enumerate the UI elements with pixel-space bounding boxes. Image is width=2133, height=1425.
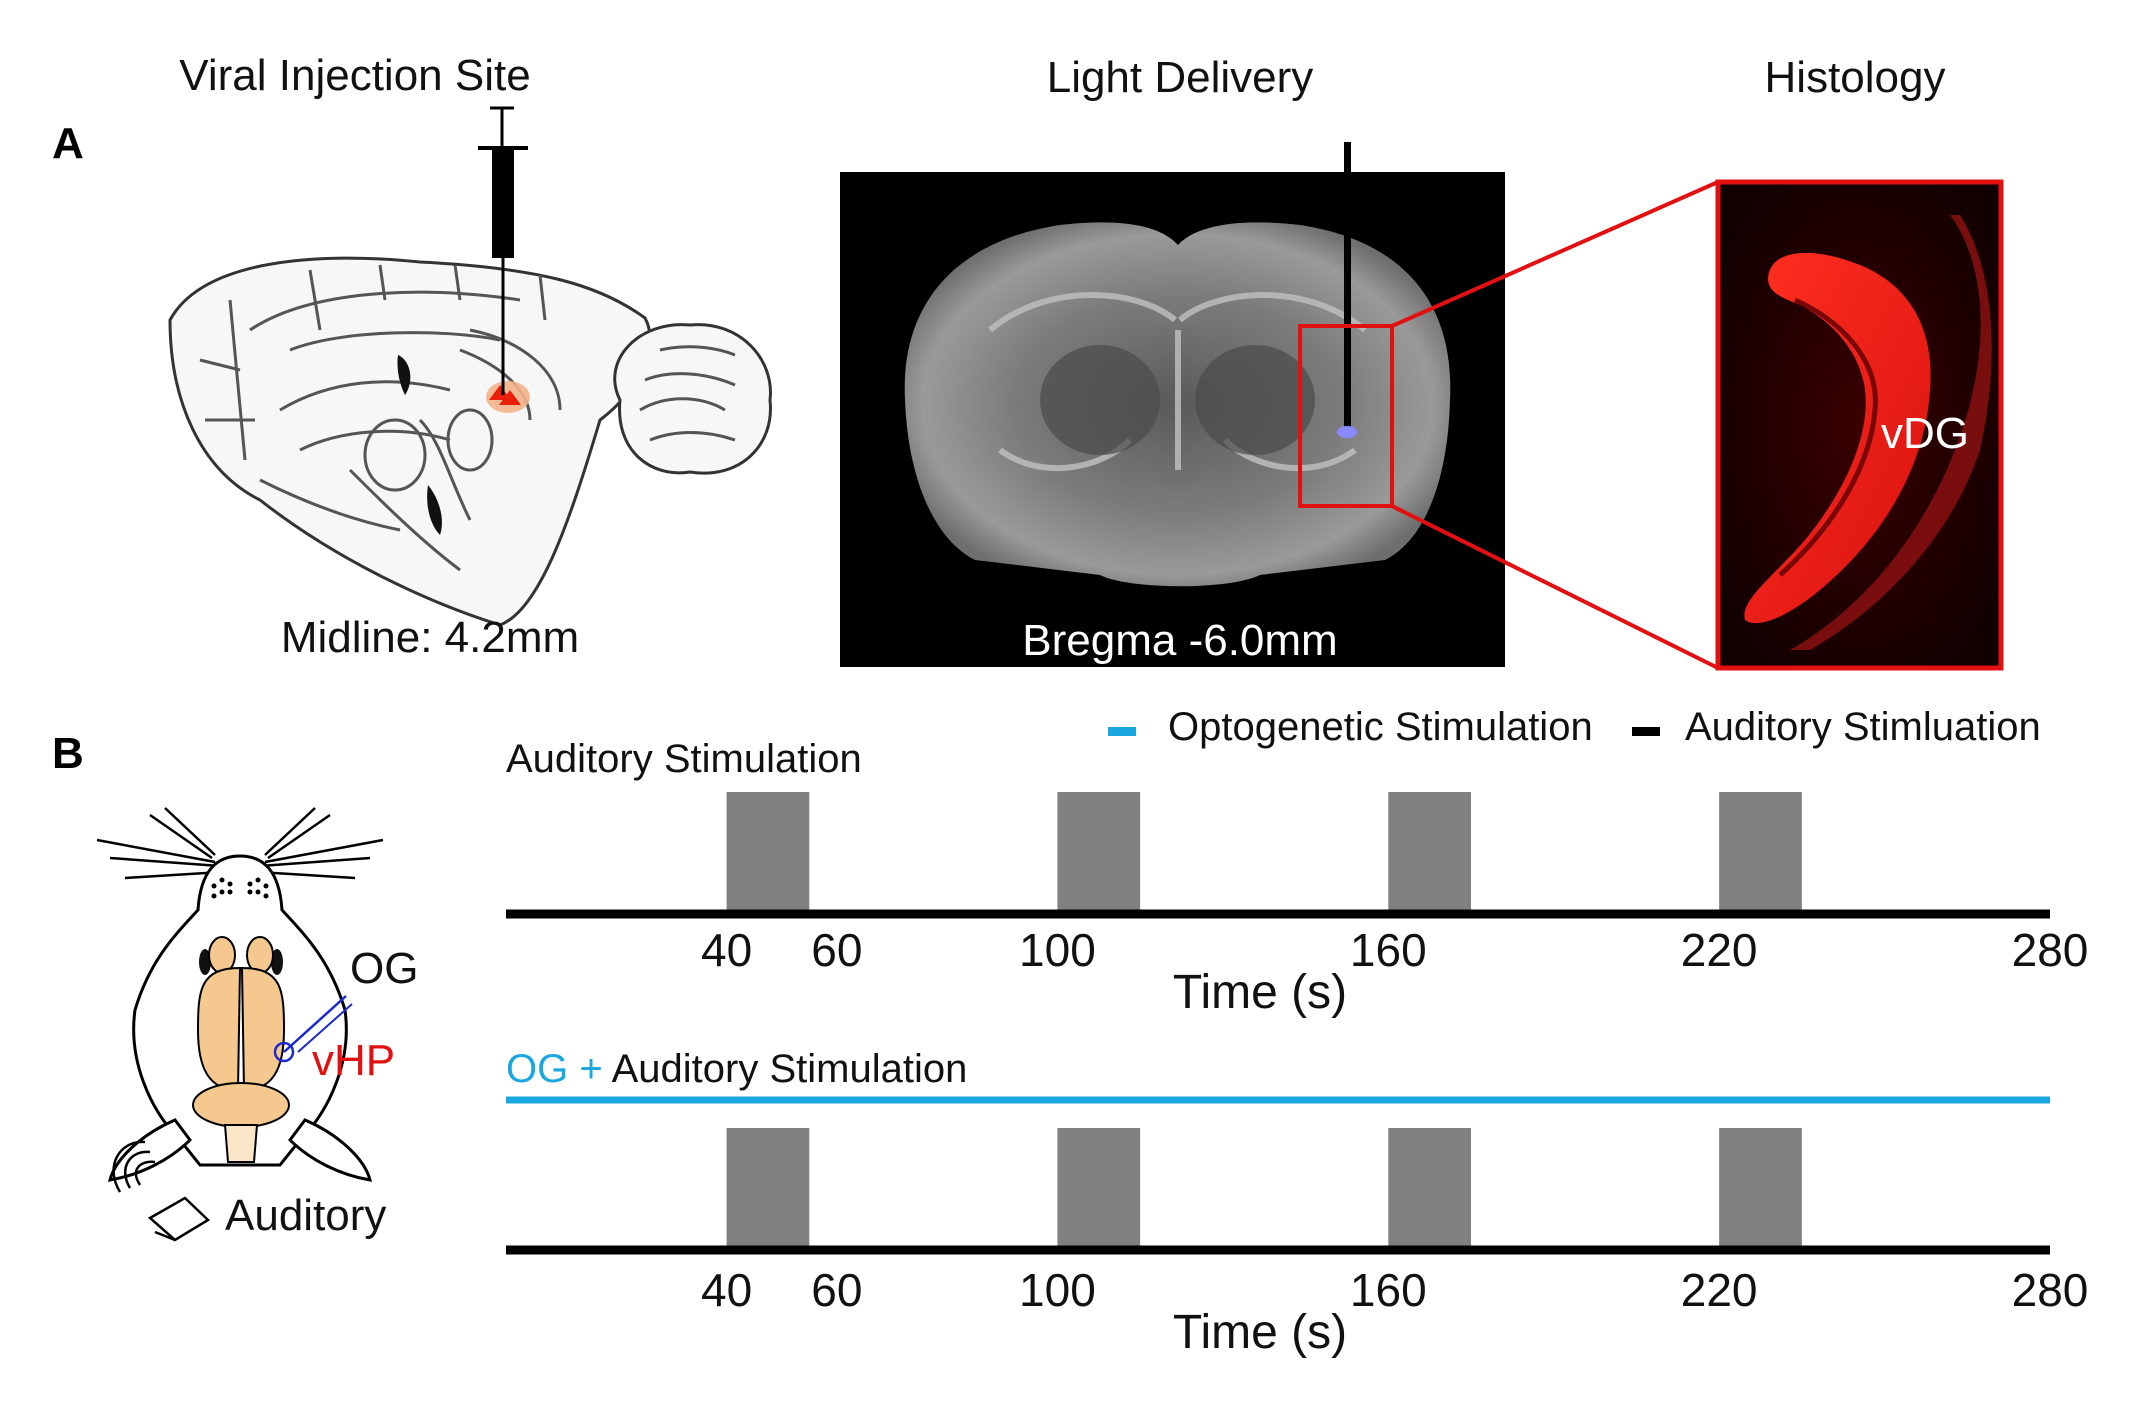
bottom-tick-label-40: 40 — [701, 1264, 752, 1316]
zoom-line-top — [1391, 180, 1719, 328]
bottom-tick-label-60: 60 — [811, 1264, 862, 1316]
speaker-icon — [112, 1140, 211, 1242]
top-tick-label-60: 60 — [811, 924, 862, 976]
bottom-stimulus-block-3 — [1388, 1128, 1471, 1250]
top-chart-title: Auditory Stimulation — [506, 737, 862, 781]
mri-dark-region-right — [1195, 345, 1315, 455]
legend-auditory-label: Auditory Stimluation — [1685, 705, 2041, 749]
top-tick-label-160: 160 — [1350, 924, 1427, 976]
svg-text:OG + Auditory Stimulation: OG + Auditory Stimulation — [506, 1047, 967, 1091]
legend-optogenetic-swatch — [1108, 727, 1136, 736]
legend-auditory-swatch — [1632, 727, 1660, 736]
bottom-stimulus-block-2 — [1057, 1128, 1141, 1250]
bottom-chart-title-og: OG + — [506, 1047, 603, 1091]
bottom-stimulus-block-1 — [726, 1128, 810, 1250]
top-tick-label-280: 280 — [2012, 924, 2089, 976]
vhp-label: vHP — [312, 1036, 395, 1085]
vdg-label: vDG — [1881, 409, 1969, 458]
top-stimulation-chart: 40 60 100 160 220 280 — [506, 792, 2088, 976]
og-label: OG — [350, 944, 418, 993]
top-stimulus-block-1 — [726, 792, 810, 914]
syringe-icon — [478, 106, 528, 395]
legend-optogenetic-label: Optogenetic Stimulation — [1168, 705, 1593, 749]
injection-marker-2 — [499, 390, 521, 405]
top-tick-label-100: 100 — [1019, 924, 1096, 976]
mri-dark-region-left — [1040, 345, 1160, 455]
ventricle-lower — [427, 485, 442, 535]
histology-title: Histology — [1765, 53, 1946, 102]
bottom-tick-label-160: 160 — [1350, 1264, 1427, 1316]
sagittal-brain-diagram — [168, 256, 772, 627]
zoom-box — [1298, 324, 1394, 508]
bregma-label: Bregma -6.0mm — [1022, 616, 1337, 665]
bottom-chart-xlabel: Time (s) — [1173, 1306, 1347, 1359]
bottom-tick-label-100: 100 — [1019, 1264, 1096, 1316]
panel-a-label: A — [52, 119, 84, 168]
light-delivery-title: Light Delivery — [1047, 53, 1314, 102]
top-stimulus-block-2 — [1057, 792, 1141, 914]
ventricle-upper — [397, 355, 411, 395]
mouse-diagram — [96, 807, 384, 1182]
top-tick-label-40: 40 — [701, 924, 752, 976]
vdg-region — [1744, 252, 1931, 624]
top-stimulus-block-3 — [1388, 792, 1471, 914]
auditory-label: Auditory — [225, 1191, 386, 1240]
bottom-tick-label-220: 220 — [1681, 1264, 1758, 1316]
bottom-chart-title-rest: Auditory Stimulation — [612, 1047, 968, 1091]
histology-outer-band — [1790, 215, 1992, 650]
zoom-line-bottom — [1391, 504, 1719, 670]
panel-b-label: B — [52, 729, 84, 778]
light-spot — [1337, 426, 1357, 438]
midline-label: Midline: 4.2mm — [281, 613, 579, 662]
injection-title: Viral Injection Site — [179, 51, 530, 100]
top-stimulus-block-4 — [1719, 792, 1802, 914]
top-chart-xlabel: Time (s) — [1173, 966, 1347, 1019]
bottom-stimulation-chart: 40 60 100 160 220 280 — [506, 1096, 2089, 1316]
optic-fiber — [1344, 142, 1351, 432]
bottom-tick-label-280: 280 — [2012, 1264, 2089, 1316]
top-tick-label-220: 220 — [1681, 924, 1758, 976]
vdg-inner-line — [1778, 297, 1878, 577]
bottom-stimulus-block-4 — [1719, 1128, 1802, 1250]
